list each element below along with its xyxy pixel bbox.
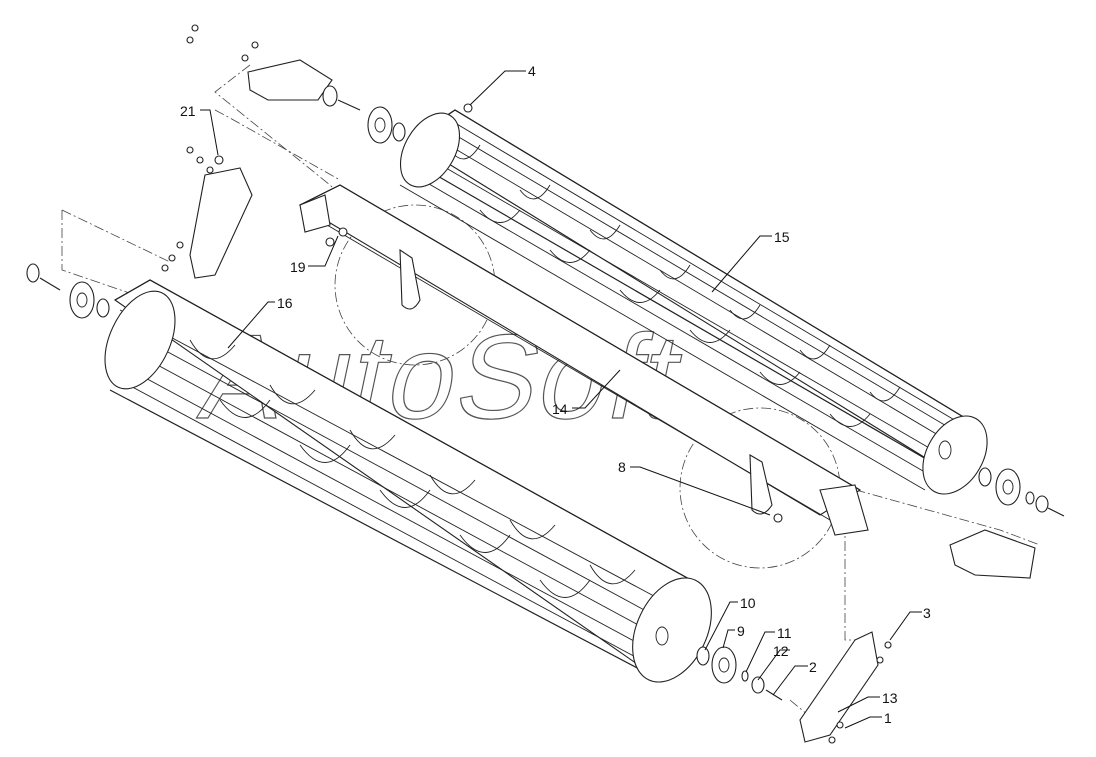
callout-10: 10 xyxy=(740,595,756,611)
callout-19: 19 xyxy=(290,259,306,275)
upper-roller xyxy=(399,109,988,495)
callout-9: 9 xyxy=(737,623,745,639)
callout-4: 4 xyxy=(528,63,536,79)
callout-2: 2 xyxy=(809,659,817,675)
callout-21: 21 xyxy=(180,103,196,119)
callout-3: 3 xyxy=(923,605,931,621)
left-bearing-assembly xyxy=(26,146,253,319)
callout-8: 8 xyxy=(618,459,626,475)
callout-15: 15 xyxy=(774,229,790,245)
lower-bearing-stack xyxy=(696,646,783,701)
callout-16: 16 xyxy=(277,295,293,311)
mount-plate-left xyxy=(399,248,421,310)
frame-beam xyxy=(298,184,869,536)
callout-13: 13 xyxy=(882,690,898,706)
callout-14: 14 xyxy=(552,401,568,417)
lower-roller xyxy=(104,279,712,683)
mount-plate-right xyxy=(749,454,773,515)
right-bearing-assembly xyxy=(799,467,1065,744)
callout-11: 11 xyxy=(777,625,792,641)
callouts: 4 21 15 19 16 14 8 10 9 11 12 2 3 13 1 xyxy=(180,63,931,726)
callout-1: 1 xyxy=(884,710,892,726)
leader-lines xyxy=(200,70,922,729)
top-bracket-assembly xyxy=(186,24,473,165)
callout-12: 12 xyxy=(773,643,789,659)
